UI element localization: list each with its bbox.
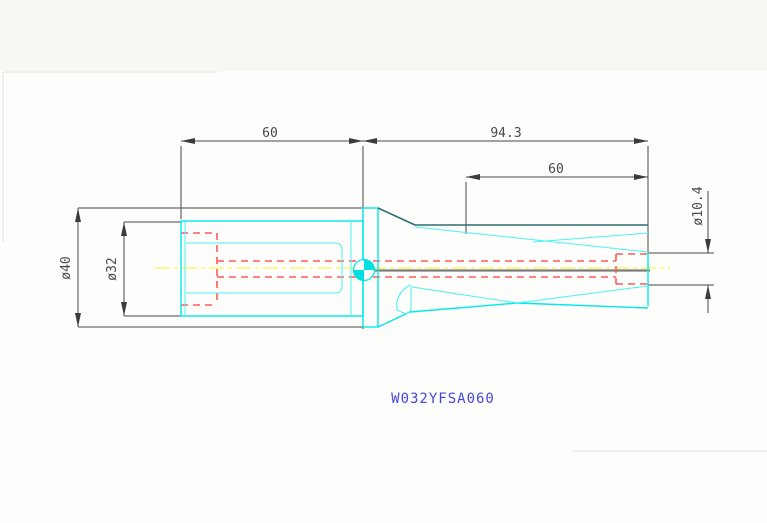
tool-head-outline xyxy=(377,207,649,328)
dim-label-shank-length: 60 xyxy=(262,126,278,141)
dim-label-flange-diameter: ø40 xyxy=(59,256,74,279)
hidden-lines xyxy=(181,232,647,306)
dim-label-flute-length: 60 xyxy=(548,162,564,177)
dimension-tip-diameter: ø10.4 xyxy=(648,186,714,313)
dimension-flute-length: 60 xyxy=(465,162,648,234)
dimension-head-length: 94.3 xyxy=(363,126,649,253)
part-number-label: W032YFSA060 xyxy=(391,391,495,407)
dim-label-head-length: 94.3 xyxy=(490,126,521,141)
dimension-shank-diameter: ø32 xyxy=(105,221,181,317)
dimension-flange-diameter: ø40 xyxy=(59,207,378,328)
dimension-shank-length: 60 xyxy=(180,126,364,329)
centerline xyxy=(155,267,670,272)
dim-label-shank-diameter: ø32 xyxy=(105,257,120,280)
coolant-ball xyxy=(352,258,376,282)
dim-label-tip-diameter: ø10.4 xyxy=(691,186,706,225)
sheet-frame xyxy=(2,71,767,452)
